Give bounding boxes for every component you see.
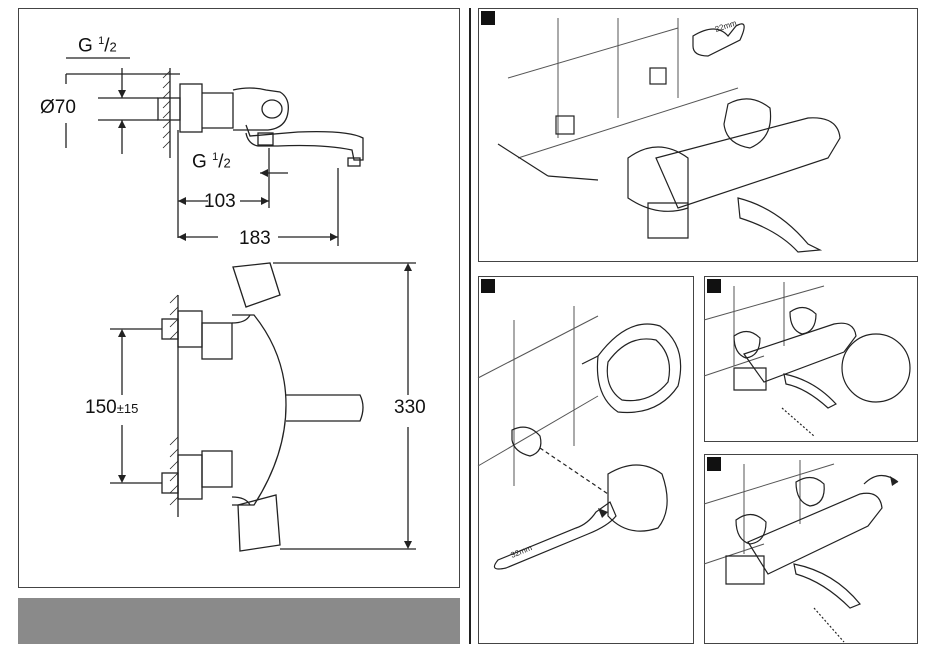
step-4-illustration: [704, 454, 918, 644]
width-103-label: 103: [204, 192, 236, 211]
footer-grey-bar: [18, 598, 460, 644]
height-330-label: 330: [394, 398, 426, 417]
width-183-label: 183: [239, 229, 271, 248]
spacing-label: 150±15: [85, 398, 138, 417]
thread-label-top: G 1/2: [78, 36, 117, 55]
thread-label-bottom: G 1/2: [192, 152, 231, 171]
step-1-illustration: 22mm: [478, 8, 918, 262]
column-divider: [469, 8, 471, 644]
wrench-32-label: 32mm: [509, 543, 533, 560]
step-3-illustration: [704, 276, 918, 442]
step-2-illustration: 32mm: [478, 276, 694, 644]
diameter-label: Ø70: [40, 98, 76, 117]
wrench-22-label: 22mm: [714, 18, 738, 34]
